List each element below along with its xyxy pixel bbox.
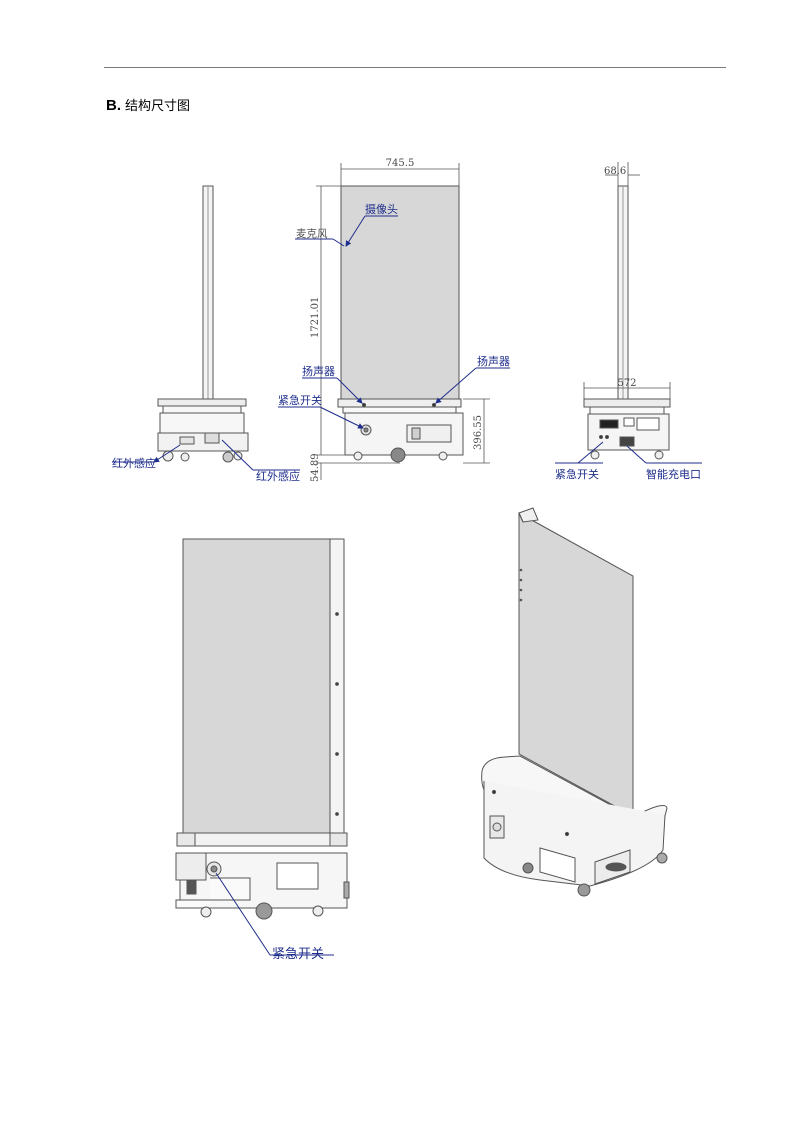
lower-right-isometric-view: [481, 507, 668, 897]
label-infrared-2: 红外感应: [256, 469, 300, 483]
right-side-view: [583, 185, 671, 460]
left-side-view: [157, 185, 249, 463]
right-leaders: [555, 441, 702, 464]
dim-ground-clearance: 54.89: [310, 453, 321, 482]
right-dimensions: [583, 162, 671, 399]
lower-left-view: [175, 538, 350, 920]
section-title: B. 结构尺寸图: [106, 95, 190, 114]
section-name: 结构尺寸图: [125, 99, 191, 114]
infrared-left-leaders: [112, 439, 300, 471]
label-speaker-right: 扬声器: [477, 354, 510, 368]
label-charging-port: 智能充电口: [646, 467, 701, 481]
persp-emergency-leader: [215, 872, 334, 956]
front-leaders: [278, 215, 510, 429]
label-microphone: 麦克风: [296, 228, 328, 240]
front-view: [337, 185, 464, 463]
dim-side-base-depth: 572: [617, 378, 636, 389]
dim-front-width: 745.5: [386, 158, 415, 169]
dim-total-height: 1721.01: [310, 297, 321, 338]
label-camera: 摄像头: [365, 202, 398, 216]
label-emergency-side: 紧急开关: [555, 467, 599, 481]
label-emergency-front: 紧急开关: [278, 393, 322, 407]
header-rule: [104, 67, 726, 68]
label-infrared-1: 红外感应: [112, 456, 156, 470]
front-dimensions: [316, 163, 490, 480]
section-letter: B.: [106, 97, 121, 114]
dim-side-thickness: 68.6: [604, 166, 626, 177]
label-emergency-persp: 紧急开关: [272, 947, 324, 962]
label-speaker-left: 扬声器: [302, 364, 335, 378]
dim-base-height: 396.55: [473, 415, 484, 450]
